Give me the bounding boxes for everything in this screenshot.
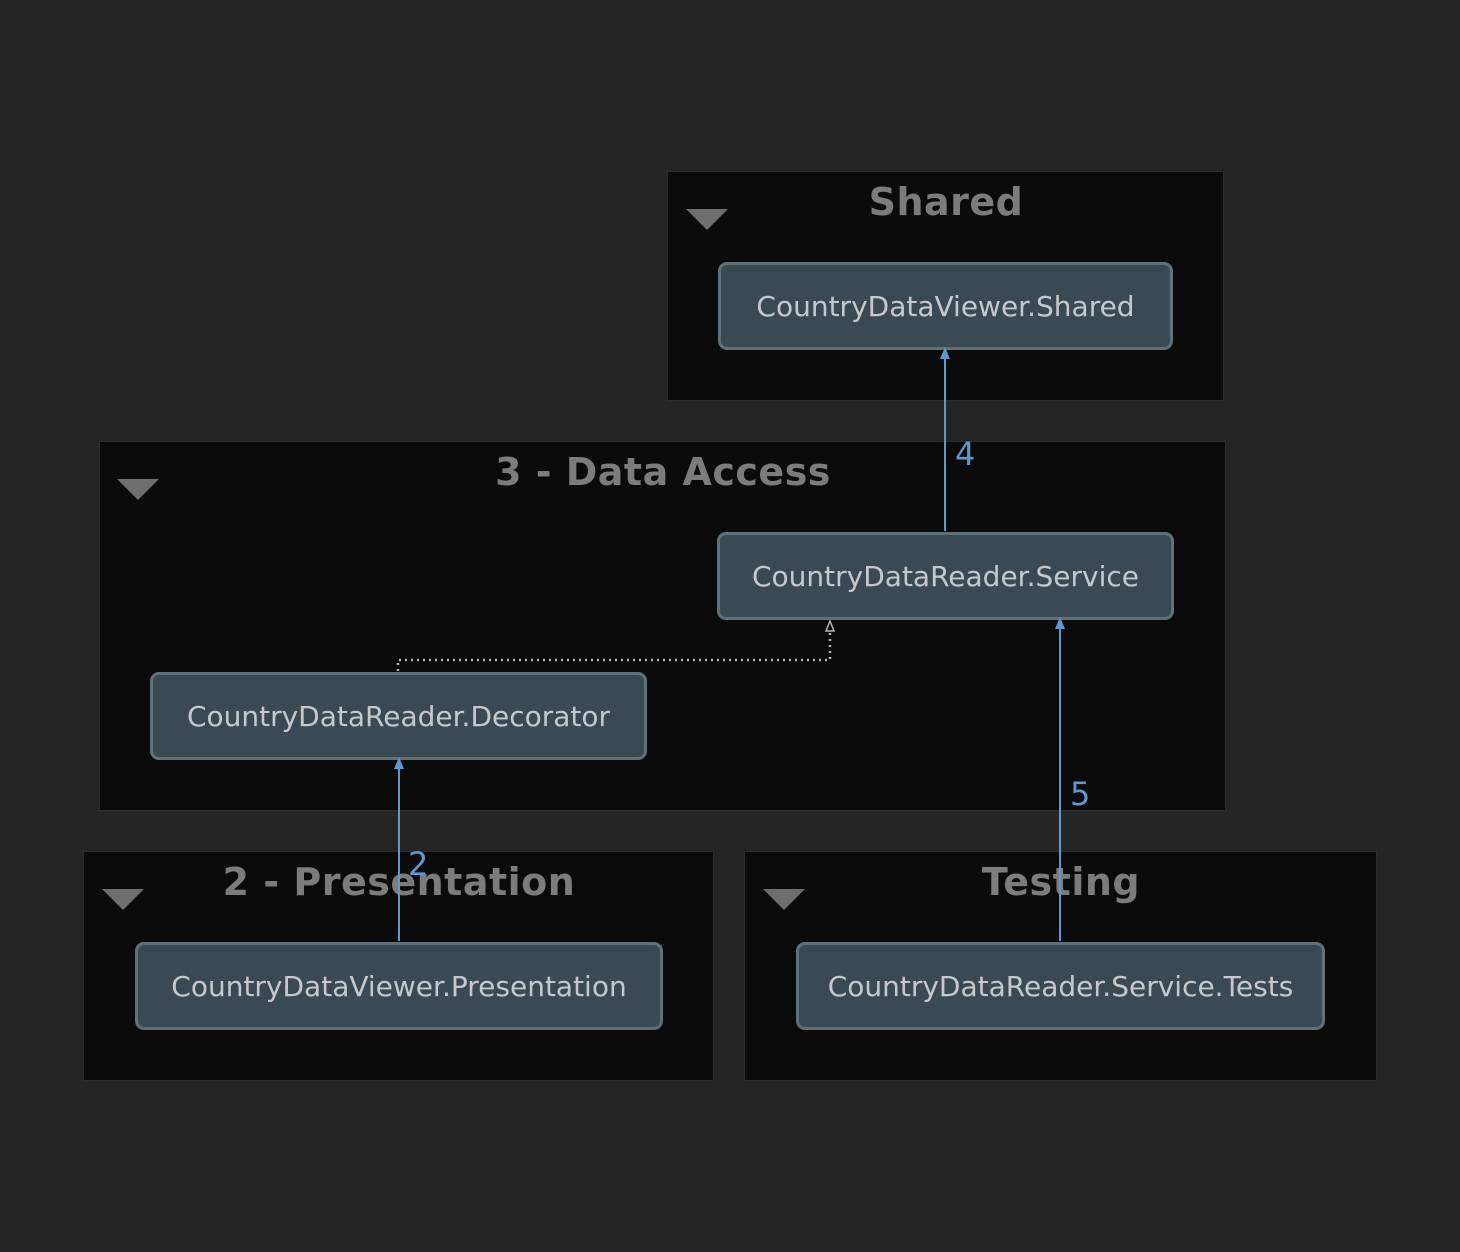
- group-title-testing: Testing: [981, 860, 1141, 904]
- edge-label-service-to-shared: 4: [955, 435, 976, 473]
- node-countrydatareader-decorator[interactable]: CountryDataReader.Decorator: [150, 672, 647, 760]
- group-title-presentation: 2 - Presentation: [222, 860, 576, 904]
- edge-label-presentation-to-decorator: 2: [408, 845, 429, 883]
- chevron-down-icon[interactable]: [117, 479, 159, 500]
- node-countrydatareader-service-tests[interactable]: CountryDataReader.Service.Tests: [796, 942, 1325, 1030]
- node-label: CountryDataViewer.Shared: [756, 289, 1135, 323]
- node-label: CountryDataReader.Service: [752, 559, 1139, 593]
- node-label: CountryDataReader.Decorator: [186, 699, 611, 733]
- group-title-shared: Shared: [868, 180, 1024, 224]
- node-label: CountryDataViewer.Presentation: [171, 969, 627, 1003]
- node-countrydataviewer-presentation[interactable]: CountryDataViewer.Presentation: [135, 942, 663, 1030]
- node-countrydataviewer-shared[interactable]: CountryDataViewer.Shared: [718, 262, 1173, 350]
- edge-label-service-tests-to-service: 5: [1070, 775, 1091, 813]
- chevron-down-icon[interactable]: [763, 889, 805, 910]
- group-title-data-access: 3 - Data Access: [495, 450, 831, 494]
- chevron-down-icon[interactable]: [102, 889, 144, 910]
- node-label: CountryDataReader.Service.Tests: [827, 969, 1294, 1003]
- chevron-down-icon[interactable]: [686, 209, 728, 230]
- node-countrydatareader-service[interactable]: CountryDataReader.Service: [717, 532, 1174, 620]
